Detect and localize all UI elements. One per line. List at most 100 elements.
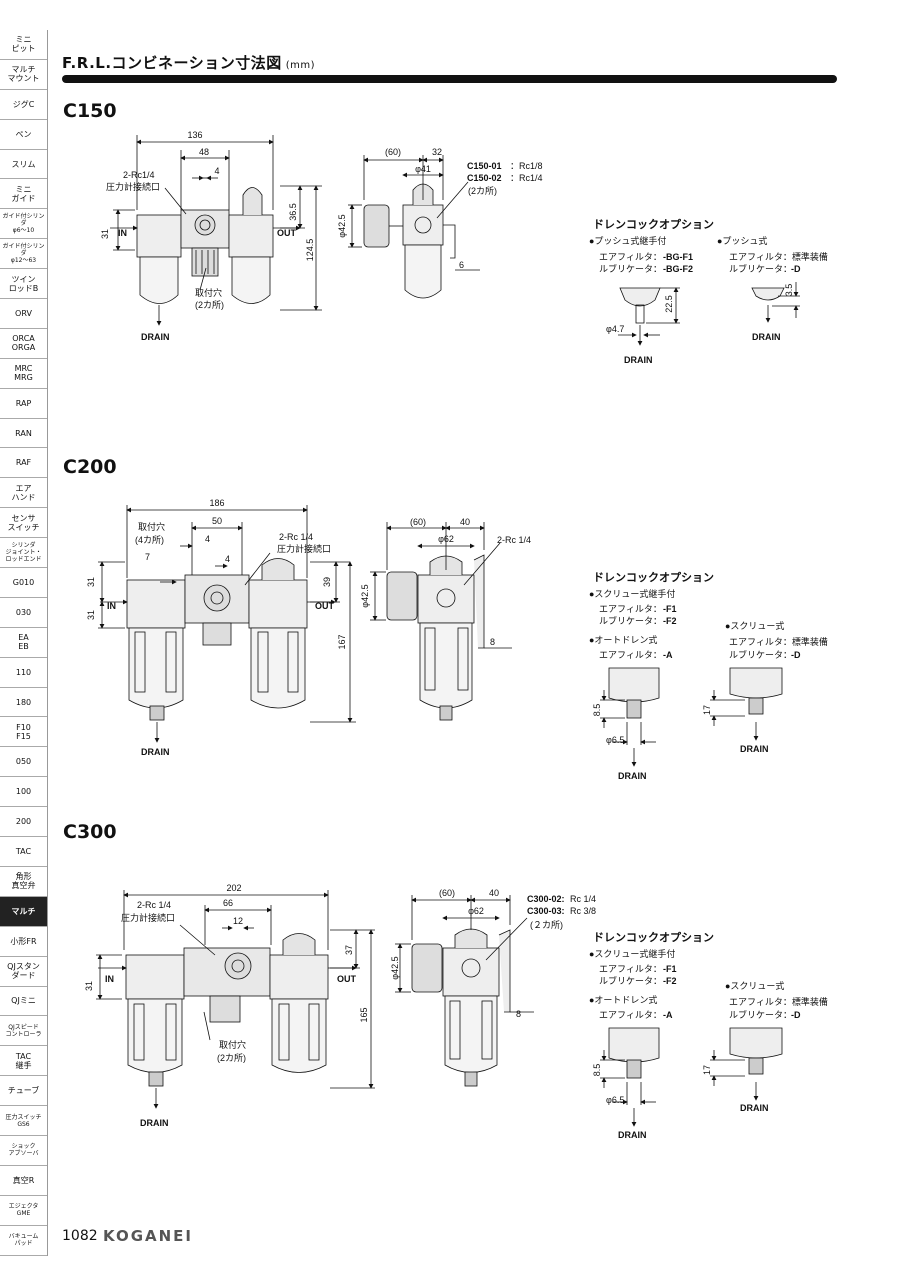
sidebar-item[interactable]: ショック アブソーバ [0,1135,47,1166]
sidebar-item[interactable]: ミニ ガイド [0,179,47,210]
sidebar-item[interactable]: 真空R [0,1165,47,1196]
c200-dim-width: 186 [209,498,224,508]
c150-opt-dim-phi4-7: φ4.7 [606,324,624,334]
sidebar-item[interactable]: QJスピード コントローラ [0,1016,47,1047]
c200-opt-drain-b: DRAIN [740,744,769,754]
c300-port-label: 2-Rc 1/4 [137,900,171,910]
c300-out-label: OUT [337,974,357,984]
sidebar-item[interactable]: G010 [0,568,47,598]
c200-in-label: IN [107,601,116,611]
c150-side-dim-32: 32 [432,147,442,157]
c200-opt-r1: エアフィルタ：標準装備 [729,636,828,647]
sidebar-item[interactable]: ガイド付シリンダ φ12～63 [0,239,47,270]
c200-side-port-label: 2-Rc 1/4 [497,535,531,545]
sidebar-item[interactable]: 050 [0,747,47,778]
sidebar-item[interactable]: TAC [0,837,47,867]
c150-opt-left-1a: エアフィルタ： [599,252,662,262]
c200-dim-height: 167 [337,634,347,649]
sidebar-item[interactable]: ミニ ピット [0,30,47,60]
sidebar-item[interactable]: F10 F15 [0,717,47,748]
sidebar-item[interactable]: スリム [0,149,47,180]
c150-front-view [110,135,322,326]
c150-opt-right-1: エアフィルタ：標準装備 [729,251,828,262]
c150-out-label: OUT [277,228,297,238]
sidebar-item[interactable]: チューブ [0,1076,47,1107]
c300-opt-dim-8-5: 8.5 [592,1064,602,1077]
c300-opt-drain-a: DRAIN [618,1130,647,1140]
sidebar-item[interactable]: マルチ マウント [0,59,47,90]
sidebar-item[interactable]: 角形 真空弁 [0,866,47,897]
c300-gauge-label: 圧力計接続口 [121,912,175,923]
c200-mount-count: (4カ所) [135,535,164,545]
sidebar-item[interactable]: ツイン ロッドB [0,269,47,300]
c150-opt-dim-22-5: 22.5 [664,295,674,313]
c200-dim-31b: 31 [86,610,96,620]
c300-model-03-port: Rc 3/8 [570,906,596,916]
c150-model-01: C150-01 [467,161,502,171]
brand-logo: KOGANEI [103,1227,194,1245]
sidebar-item[interactable]: 小形FR [0,926,47,957]
c150-opt-right-head: ●プッシュ式 [717,235,767,246]
c150-model-02-port: ：Rc1/4 [510,173,543,183]
c300-opt-l2b: -F2 [663,976,677,986]
sidebar-item[interactable]: ガイド付シリンダ φ6～10 [0,209,47,240]
c300-dim-port-pitch: 66 [223,898,233,908]
c200-out-label: OUT [315,601,335,611]
c150-model-01-port: ：Rc1/8 [510,161,543,171]
c150-side-dim-phi42: φ42.5 [337,214,347,237]
c200-opt-head-2: ●オートドレン式 [589,634,657,645]
c150-model-note: (2カ所) [468,186,497,196]
sidebar-item[interactable]: エア ハンド [0,478,47,509]
sidebar-item[interactable]: EA EB [0,627,47,658]
sidebar-item[interactable]: 圧力スイッチ GS6 [0,1106,47,1136]
sidebar-item[interactable]: RAP [0,388,47,419]
c200-opt-dim-17: 17 [702,705,712,715]
c200-dim-4b: 4 [225,554,230,564]
c200-opt-l3a: エアフィルタ： [599,650,662,660]
sidebar-item[interactable]: 180 [0,687,47,718]
c300-dim-31: 31 [84,981,94,991]
sidebar-item[interactable]: エジェクタ GME [0,1195,47,1226]
c300-dim-width: 202 [226,883,241,893]
c300-opt-dim-phi6-5: φ6.5 [606,1095,624,1105]
c150-opt-left-1b: -BG-F1 [663,252,693,262]
c200-opt-r2b: -D [791,650,801,660]
sidebar-item[interactable]: 100 [0,777,47,808]
sidebar-item[interactable]: TAC 継手 [0,1046,47,1077]
sidebar-item[interactable]: MRC MRG [0,358,47,389]
sidebar-item[interactable]: 200 [0,807,47,838]
section-title-c150: C150 [63,100,117,122]
sidebar-item[interactable]: バキューム パッド [0,1225,47,1256]
c200-opt-l1a: エアフィルタ： [599,604,662,614]
sidebar-item[interactable]: RAN [0,418,47,449]
c300-model-03: C300-03: [527,906,565,916]
c300-side-dim-phi42: φ42.5 [390,956,400,979]
c200-side-dim-60: (60) [410,517,426,527]
sidebar-item[interactable]: RAF [0,448,47,479]
sidebar-item[interactable]: マルチ [0,896,47,927]
sidebar-item[interactable]: ペン [0,119,47,150]
c300-opt-l1a: エアフィルタ： [599,964,662,974]
sidebar-item[interactable]: ジグC [0,89,47,120]
c300-side-dim-60: (60) [439,888,455,898]
c300-opt-r2a: ルブリケータ： [729,1009,792,1020]
sidebar-item[interactable]: ORCA ORGA [0,328,47,359]
c200-opt-dim-8-5: 8.5 [592,704,602,717]
c150-opt-right-2a: ルブリケータ： [729,263,792,274]
c300-opt-l3b: -A [663,1010,673,1020]
c150-model-02: C150-02 [467,173,502,183]
c150-opt-left-2a: ルブリケータ： [599,263,662,274]
sidebar-item[interactable]: シリンダ ジョイント・ ロッドエンド [0,538,47,569]
c150-port-label: 2-Rc1/4 [123,170,155,180]
sidebar-item[interactable]: ORV [0,299,47,329]
c200-side-dim-phi42: φ42.5 [360,584,370,607]
c150-opt-drain-b: DRAIN [752,332,781,342]
sidebar-item[interactable]: QJミニ [0,986,47,1017]
sidebar-item[interactable]: QJスタン ダード [0,956,47,987]
c200-drain-label: DRAIN [141,747,170,757]
sidebar-item[interactable]: 030 [0,597,47,628]
c300-opt-l1b: -F1 [663,964,677,974]
sidebar-item[interactable]: 110 [0,657,47,688]
sidebar-item[interactable]: センサ スイッチ [0,508,47,539]
c150-dim-4: 4 [214,166,219,176]
